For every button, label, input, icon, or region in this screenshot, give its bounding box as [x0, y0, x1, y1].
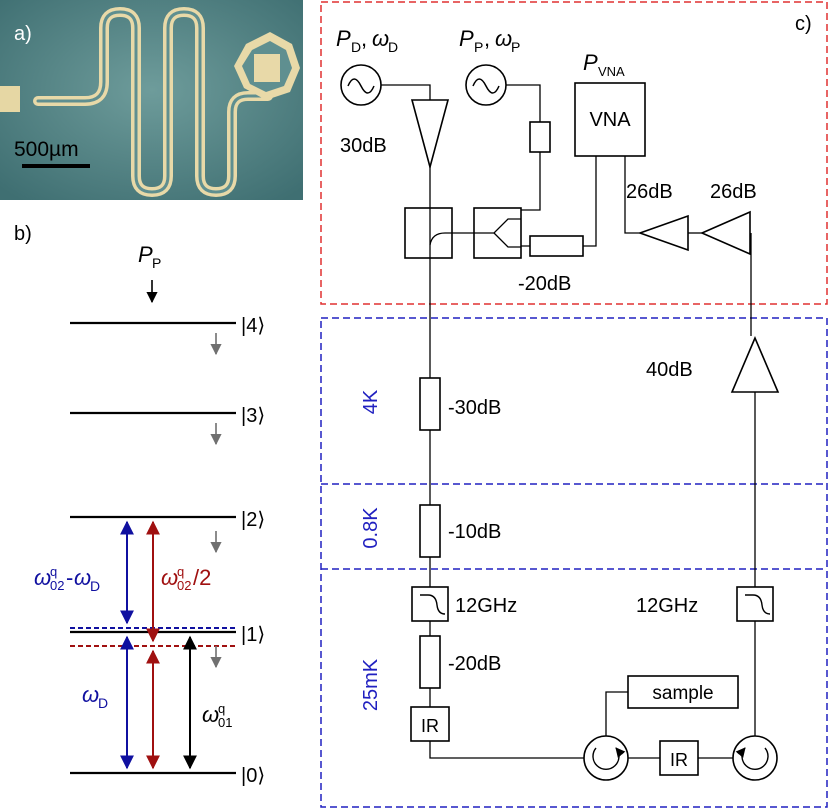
drive-source-label: P D , ω D [336, 26, 398, 55]
svg-text:P: P [138, 242, 153, 267]
attenuator-4k [419, 377, 441, 431]
output-amplifier-1 [637, 214, 689, 252]
circulator-1 [583, 735, 629, 781]
svg-text:q: q [218, 701, 225, 716]
room-attenuator-label: -20dB [518, 273, 571, 295]
state-label-0: |0⟩ [241, 765, 265, 787]
input-filter-label: 12GHz [455, 595, 517, 617]
bond-pad [0, 86, 20, 112]
svg-text:VNA: VNA [598, 64, 625, 79]
attenuator-25mk [419, 635, 441, 689]
panel-label-a: a) [14, 23, 32, 45]
stage-label-4k: 4K [360, 389, 382, 414]
sample-label: sample [652, 683, 713, 704]
output-lowpass-filter [736, 586, 774, 622]
pump-line-attenuator [529, 121, 551, 153]
svg-text:02: 02 [50, 578, 64, 593]
svg-text:P: P [459, 26, 474, 51]
svg-text:D: D [388, 39, 398, 55]
svg-text:ω: ω [495, 26, 512, 51]
drive-source [340, 64, 382, 106]
input-ir-filter-label: IR [421, 716, 439, 736]
svg-text:ω: ω [161, 565, 178, 590]
attenuator-25mk-label: -20dB [448, 653, 501, 675]
scale-bar [22, 164, 90, 168]
pump-source-label: P P , ω P [459, 26, 520, 55]
svg-text:ω: ω [202, 702, 219, 727]
state-label-1: |1⟩ [241, 624, 265, 646]
attenuator-08k [419, 504, 441, 558]
svg-text:P: P [511, 39, 520, 55]
sample-photo: 500µm a) [0, 0, 303, 200]
svg-text:ω: ω [34, 565, 51, 590]
output-amplifier-2 [700, 210, 751, 256]
mid-ir-filter [659, 740, 699, 776]
attenuator-08k-label: -10dB [448, 521, 501, 543]
panel-label-c: c) [795, 13, 812, 35]
drive-amplifier-gain: 30dB [340, 135, 387, 157]
vna-label: VNA [589, 109, 631, 131]
directional-coupler [404, 207, 453, 259]
stage-label-25mk: 25mK [360, 658, 382, 711]
vna-box [574, 82, 646, 157]
svg-text:q: q [50, 564, 57, 579]
svg-text:D: D [351, 39, 361, 55]
mid-ir-filter-label: IR [670, 750, 688, 770]
state-label-4: |4⟩ [241, 315, 265, 337]
vna-power-label: P VNA [583, 50, 625, 79]
state-label-2: |2⟩ [241, 509, 265, 531]
room-attenuator [529, 235, 584, 257]
label-omega-D: ω D [82, 682, 108, 711]
svg-text:/2: /2 [193, 565, 211, 590]
label-omega02-half: ω q 02 /2 [161, 564, 211, 593]
circulator-2 [732, 735, 778, 781]
svg-text:ω: ω [74, 565, 91, 590]
cryostat-frame [320, 317, 828, 808]
svg-text:D: D [98, 695, 108, 711]
panel-label-b: b) [14, 223, 32, 245]
sample-photo-graphic: 500µm a) [0, 0, 303, 200]
output-amplifier-2-gain: 26dB [710, 181, 757, 203]
svg-text:P: P [152, 255, 161, 271]
svg-text:-: - [66, 565, 73, 590]
drive-amplifier [410, 99, 450, 171]
attenuator-4k-label: -30dB [448, 397, 501, 419]
hemt-amplifier [730, 335, 780, 393]
svg-text:P: P [474, 39, 483, 55]
state-label-3: |3⟩ [241, 405, 265, 427]
pump-source [465, 64, 507, 106]
sample-box [627, 675, 739, 709]
svg-text:02: 02 [177, 578, 191, 593]
svg-text:ω: ω [372, 26, 389, 51]
scale-bar-label: 500µm [14, 138, 79, 161]
power-combiner [473, 207, 522, 259]
svg-text:ω: ω [82, 682, 99, 707]
svg-text:01: 01 [218, 715, 232, 730]
svg-text:P: P [336, 26, 351, 51]
hemt-amplifier-gain: 40dB [646, 359, 693, 381]
svg-text:q: q [177, 564, 184, 579]
label-omega02-minus-D: ω q 02 - ω D [34, 564, 100, 594]
input-lowpass-filter [411, 586, 449, 622]
svg-text:D: D [90, 578, 100, 594]
svg-text:,: , [361, 26, 367, 51]
room-temperature-frame [320, 1, 828, 305]
label-omega01: ω q 01 [202, 701, 232, 730]
stage-label-08k: 0.8K [360, 507, 382, 549]
output-amplifier-1-gain: 26dB [626, 181, 673, 203]
output-filter-label: 12GHz [636, 595, 698, 617]
svg-text:,: , [484, 26, 490, 51]
pump-label: P P [138, 242, 161, 271]
svg-text:P: P [583, 50, 598, 75]
